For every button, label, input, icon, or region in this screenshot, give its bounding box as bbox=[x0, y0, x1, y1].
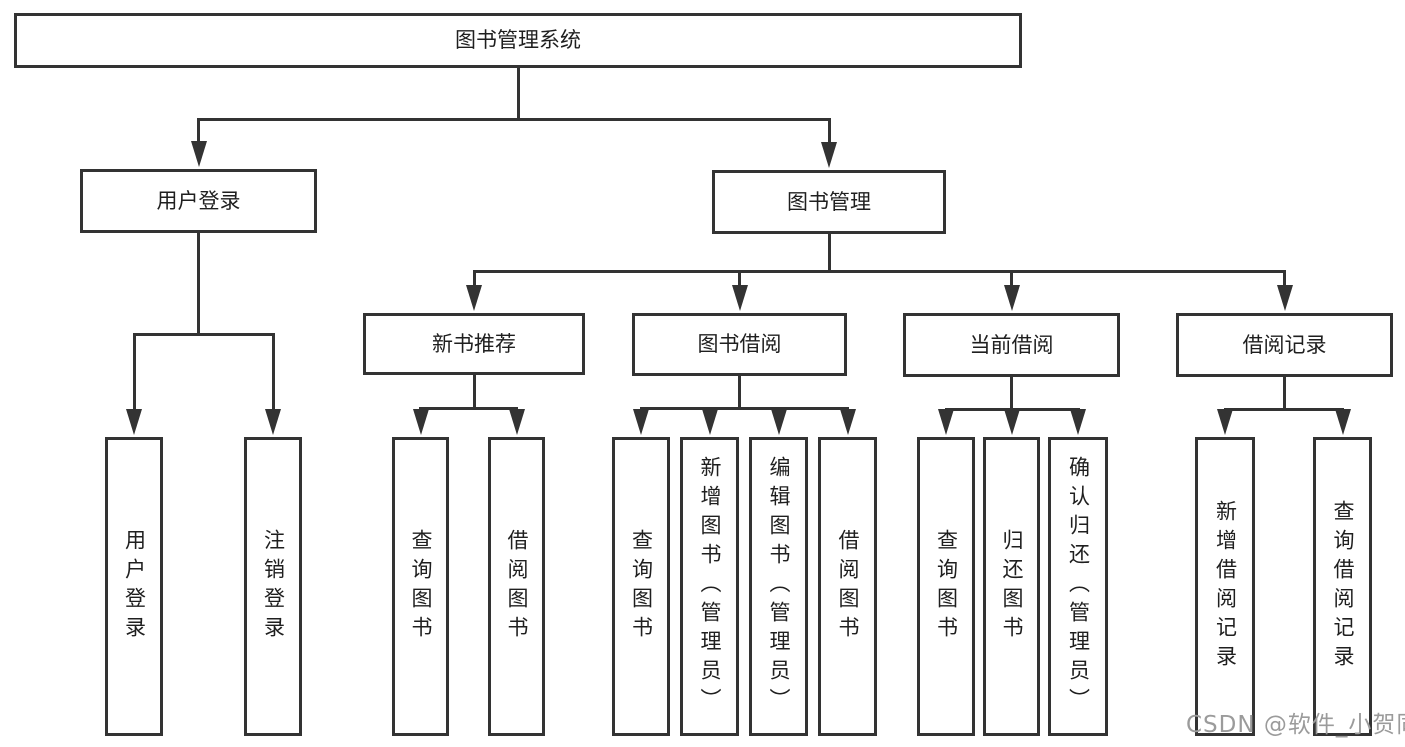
connector-line bbox=[1010, 377, 1013, 411]
arrow-down-icon bbox=[126, 409, 142, 435]
node-label: 新书推荐 bbox=[432, 331, 516, 356]
node-user-login-leaf: 用户登录 bbox=[105, 437, 163, 736]
connector-line bbox=[197, 233, 200, 336]
node-cb-query-book: 查询图书 bbox=[917, 437, 975, 736]
node-bb-add-book: 新增图书（管理员） bbox=[680, 437, 739, 736]
connector-line bbox=[1010, 271, 1013, 291]
node-root: 图书管理系统 bbox=[14, 13, 1022, 68]
node-label: 编辑图书（管理员） bbox=[767, 456, 791, 717]
node-label: 查询图书 bbox=[409, 528, 433, 645]
node-label: 借阅图书 bbox=[505, 528, 529, 645]
arrow-down-icon bbox=[508, 409, 525, 435]
node-label: 图书借阅 bbox=[697, 332, 782, 356]
node-label: 借阅图书 bbox=[836, 528, 860, 645]
node-label: 归还图书 bbox=[1000, 528, 1024, 645]
node-current-borrow: 当前借阅 bbox=[903, 313, 1120, 377]
arrow-down-icon bbox=[1334, 409, 1351, 435]
connector-line bbox=[472, 375, 476, 410]
node-cb-return-book: 归还图书 bbox=[983, 437, 1040, 736]
arrow-down-icon bbox=[1003, 285, 1020, 311]
node-label: 注销登录 bbox=[261, 528, 286, 645]
node-label: 查询图书 bbox=[934, 528, 959, 645]
connector-line bbox=[472, 271, 476, 291]
csdn-watermark: CSDN @软件_小贺同学 bbox=[1186, 712, 1405, 738]
connector-line bbox=[1283, 377, 1286, 411]
connector-line bbox=[132, 334, 136, 415]
node-cb-confirm-return: 确认归还（管理员） bbox=[1048, 437, 1108, 736]
node-label: 用户登录 bbox=[122, 528, 147, 645]
arrow-down-icon bbox=[190, 141, 207, 167]
connector-line bbox=[472, 269, 1286, 273]
arrow-down-icon bbox=[1070, 409, 1086, 435]
connector-line bbox=[1223, 407, 1344, 411]
arrow-down-icon bbox=[821, 142, 837, 168]
arrow-down-icon bbox=[839, 409, 856, 435]
node-book-borrow: 图书借阅 bbox=[632, 313, 847, 376]
node-borrow-records: 借阅记录 bbox=[1176, 313, 1393, 377]
node-br-query-record: 查询借阅记录 bbox=[1313, 437, 1372, 736]
connector-line bbox=[132, 332, 275, 336]
connector-line bbox=[827, 234, 831, 273]
node-label: 图书管理系统 bbox=[455, 28, 581, 52]
connector-line bbox=[271, 334, 275, 415]
connector-line bbox=[419, 406, 518, 410]
node-logout-leaf: 注销登录 bbox=[244, 437, 302, 736]
arrow-down-icon bbox=[412, 409, 429, 435]
node-label: 查询图书 bbox=[629, 528, 654, 645]
arrow-down-icon bbox=[1276, 285, 1293, 311]
node-label: 图书管理 bbox=[787, 189, 871, 214]
arrow-down-icon bbox=[466, 285, 482, 311]
connector-line bbox=[197, 119, 200, 147]
node-label: 借阅记录 bbox=[1242, 332, 1327, 357]
arrow-down-icon bbox=[770, 409, 787, 435]
arrow-down-icon bbox=[1217, 409, 1233, 435]
node-br-add-record: 新增借阅记录 bbox=[1195, 437, 1255, 736]
node-user-login: 用户登录 bbox=[80, 169, 317, 233]
node-label: 查询借阅记录 bbox=[1331, 499, 1355, 674]
node-bb-query-book: 查询图书 bbox=[612, 437, 670, 736]
node-nbr-query-book: 查询图书 bbox=[392, 437, 449, 736]
arrow-down-icon bbox=[265, 409, 281, 435]
node-bb-borrow-book: 借阅图书 bbox=[818, 437, 877, 736]
connector-line bbox=[197, 117, 831, 121]
connector-line bbox=[827, 119, 831, 148]
node-book-mgmt: 图书管理 bbox=[712, 170, 946, 234]
node-label: 确认归还（管理员） bbox=[1066, 456, 1091, 717]
arrow-down-icon bbox=[938, 409, 954, 435]
connector-line bbox=[738, 271, 741, 291]
node-label: 新增借阅记录 bbox=[1213, 499, 1238, 674]
arrow-down-icon bbox=[633, 409, 649, 435]
arrow-down-icon bbox=[731, 285, 748, 311]
node-bb-edit-book: 编辑图书（管理员） bbox=[749, 437, 808, 736]
arrow-down-icon bbox=[1003, 409, 1020, 435]
node-label: 新增图书（管理员） bbox=[698, 456, 722, 717]
node-label: 当前借阅 bbox=[969, 332, 1054, 357]
arrow-down-icon bbox=[701, 409, 718, 435]
node-new-book-rec: 新书推荐 bbox=[363, 313, 585, 375]
connector-line bbox=[1283, 271, 1286, 291]
connector-line bbox=[639, 406, 849, 410]
node-nbr-borrow-book: 借阅图书 bbox=[488, 437, 545, 736]
node-label: 用户登录 bbox=[156, 188, 241, 213]
connector-line bbox=[516, 68, 520, 121]
connector-line bbox=[738, 376, 741, 410]
